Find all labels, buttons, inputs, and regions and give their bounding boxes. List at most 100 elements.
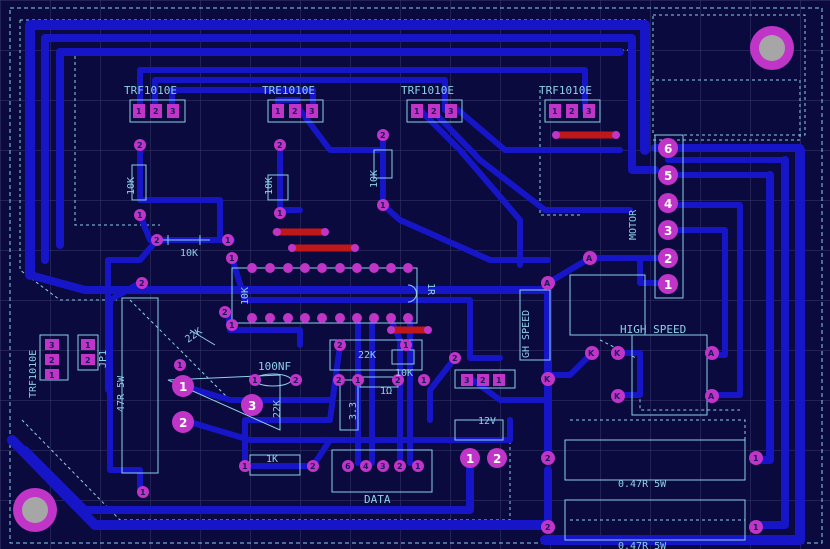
svg-text:1: 1 [136, 107, 142, 116]
board-outline [9, 7, 823, 544]
label-jp1: JP1 [98, 350, 109, 368]
svg-text:3: 3 [664, 224, 672, 238]
svg-text:1: 1 [179, 380, 187, 394]
label-motor: MOTOR [628, 209, 639, 240]
svg-text:1: 1 [229, 321, 235, 330]
svg-text:K: K [544, 375, 551, 384]
svg-text:2: 2 [569, 107, 575, 116]
label-c100nf: 100NF [258, 360, 291, 373]
label-reg-left: TRF1010E [28, 350, 39, 398]
svg-text:2: 2 [395, 376, 401, 385]
svg-text:2: 2 [222, 308, 228, 317]
svg-text:2: 2 [293, 376, 299, 385]
svg-text:1: 1 [753, 523, 759, 532]
label-r1-center: 1R [425, 283, 436, 296]
svg-text:2: 2 [664, 252, 672, 266]
svg-text:3: 3 [586, 107, 592, 116]
svg-text:2: 2 [153, 107, 159, 116]
label-reg4: TRF1010E [539, 84, 592, 97]
label-r22k-b: 22K [358, 350, 376, 361]
label-r22k-c: 22K [272, 400, 283, 418]
svg-text:2: 2 [292, 107, 298, 116]
ic-pads [247, 131, 620, 334]
label-r047-b: 0.47R 5W [618, 541, 667, 549]
svg-text:1: 1 [664, 278, 672, 292]
svg-text:2: 2 [545, 523, 551, 532]
svg-text:5: 5 [664, 169, 672, 183]
svg-text:1: 1 [415, 462, 421, 471]
svg-text:1: 1 [466, 452, 474, 466]
svg-text:4: 4 [664, 197, 672, 211]
svg-text:3: 3 [248, 399, 256, 413]
svg-text:3: 3 [309, 107, 315, 116]
svg-text:1: 1 [403, 341, 409, 350]
label-12v: 12V [478, 416, 496, 427]
tracks-signal [105, 67, 633, 495]
svg-text:A: A [586, 254, 593, 263]
lettered-pads: A A A A K K K K [541, 251, 719, 403]
label-reg1: TRF1010E [124, 84, 177, 97]
svg-text:1: 1 [552, 107, 558, 116]
label-data: DATA [364, 493, 391, 506]
svg-text:3: 3 [448, 107, 454, 116]
svg-text:2: 2 [310, 462, 316, 471]
label-high-speed-vertical: GH SPEED [521, 310, 532, 358]
svg-text:3: 3 [464, 376, 470, 385]
svg-text:1: 1 [421, 376, 427, 385]
label-r10k-d: 10K [180, 248, 198, 259]
svg-text:K: K [614, 349, 621, 358]
svg-text:1: 1 [496, 376, 502, 385]
svg-text:2: 2 [336, 376, 342, 385]
svg-text:2: 2 [397, 462, 403, 471]
label-r10k-f: 10K [395, 368, 413, 379]
svg-text:2: 2 [179, 416, 187, 430]
label-r47-5w: 47R 5W [116, 375, 127, 412]
svg-text:2: 2 [545, 454, 551, 463]
label-r10k-b: 10K [264, 177, 275, 195]
silkscreen-labels: TRF1010E TRE1010E TRF1010E TRF1010E TRF1… [28, 84, 686, 549]
svg-text:A: A [708, 392, 715, 401]
svg-text:2: 2 [137, 141, 143, 150]
svg-text:1: 1 [49, 371, 55, 380]
svg-text:4: 4 [363, 462, 369, 471]
label-high-speed: HIGH SPEED [620, 323, 686, 336]
svg-text:1: 1 [753, 454, 759, 463]
svg-text:1: 1 [177, 361, 183, 370]
jumpers [272, 131, 620, 334]
svg-text:A: A [708, 349, 715, 358]
svg-text:2: 2 [431, 107, 437, 116]
square-pads: 1 2 3 1 2 3 1 2 3 1 2 3 3 2 1 1 2 3 2 1 [45, 104, 595, 386]
svg-text:A: A [544, 279, 551, 288]
tracks-thick [7, 20, 805, 545]
svg-text:2: 2 [380, 131, 386, 140]
svg-text:1: 1 [225, 236, 231, 245]
svg-text:K: K [588, 349, 595, 358]
svg-text:2: 2 [139, 279, 145, 288]
svg-text:1: 1 [414, 107, 420, 116]
svg-text:1: 1 [137, 211, 143, 220]
svg-text:1: 1 [275, 107, 281, 116]
label-r10k-a: 10K [126, 177, 137, 195]
label-r047-a: 0.47R 5W [618, 479, 667, 490]
round-pads: 2 1 2 1 2 1 2 1 1 2 2 1 1 1 2 2 2 1 2 1 … [134, 129, 763, 534]
large-pads: 6 5 4 3 2 1 1 2 3 1 2 [172, 138, 678, 468]
svg-text:6: 6 [345, 462, 351, 471]
label-c33: 3.3 [348, 402, 359, 420]
svg-text:3: 3 [380, 462, 386, 471]
svg-text:1: 1 [85, 341, 91, 350]
label-r1: 1Ω [380, 386, 392, 397]
svg-text:3: 3 [49, 341, 55, 350]
svg-text:3: 3 [170, 107, 176, 116]
svg-text:1: 1 [355, 376, 361, 385]
svg-text:2: 2 [493, 452, 501, 466]
svg-text:1: 1 [140, 488, 146, 497]
svg-text:6: 6 [664, 142, 672, 156]
label-r1k: 1K [266, 454, 278, 465]
svg-text:1: 1 [380, 201, 386, 210]
label-reg2: TRE1010E [262, 84, 315, 97]
svg-text:1: 1 [277, 209, 283, 218]
svg-text:K: K [614, 392, 621, 401]
svg-text:2: 2 [154, 236, 160, 245]
svg-text:2: 2 [277, 141, 283, 150]
